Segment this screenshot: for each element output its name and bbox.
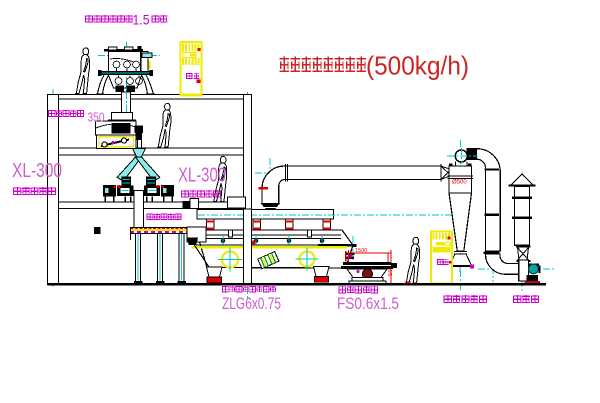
svg-text:(500kg/h): (500kg/h) bbox=[366, 51, 469, 81]
svg-text:350: 350 bbox=[88, 110, 105, 125]
svg-text:Ø500: Ø500 bbox=[452, 180, 467, 186]
svg-text:1.5: 1.5 bbox=[133, 13, 150, 28]
svg-text:ZLG6x0.75: ZLG6x0.75 bbox=[222, 295, 281, 313]
svg-text:548: 548 bbox=[388, 267, 394, 276]
svg-text:XL-300: XL-300 bbox=[12, 160, 62, 182]
svg-text:FS0.6x1.5: FS0.6x1.5 bbox=[337, 295, 399, 313]
svg-text:281: 281 bbox=[404, 280, 412, 286]
svg-text:XL-300: XL-300 bbox=[178, 165, 226, 187]
svg-text:1500: 1500 bbox=[355, 248, 367, 254]
